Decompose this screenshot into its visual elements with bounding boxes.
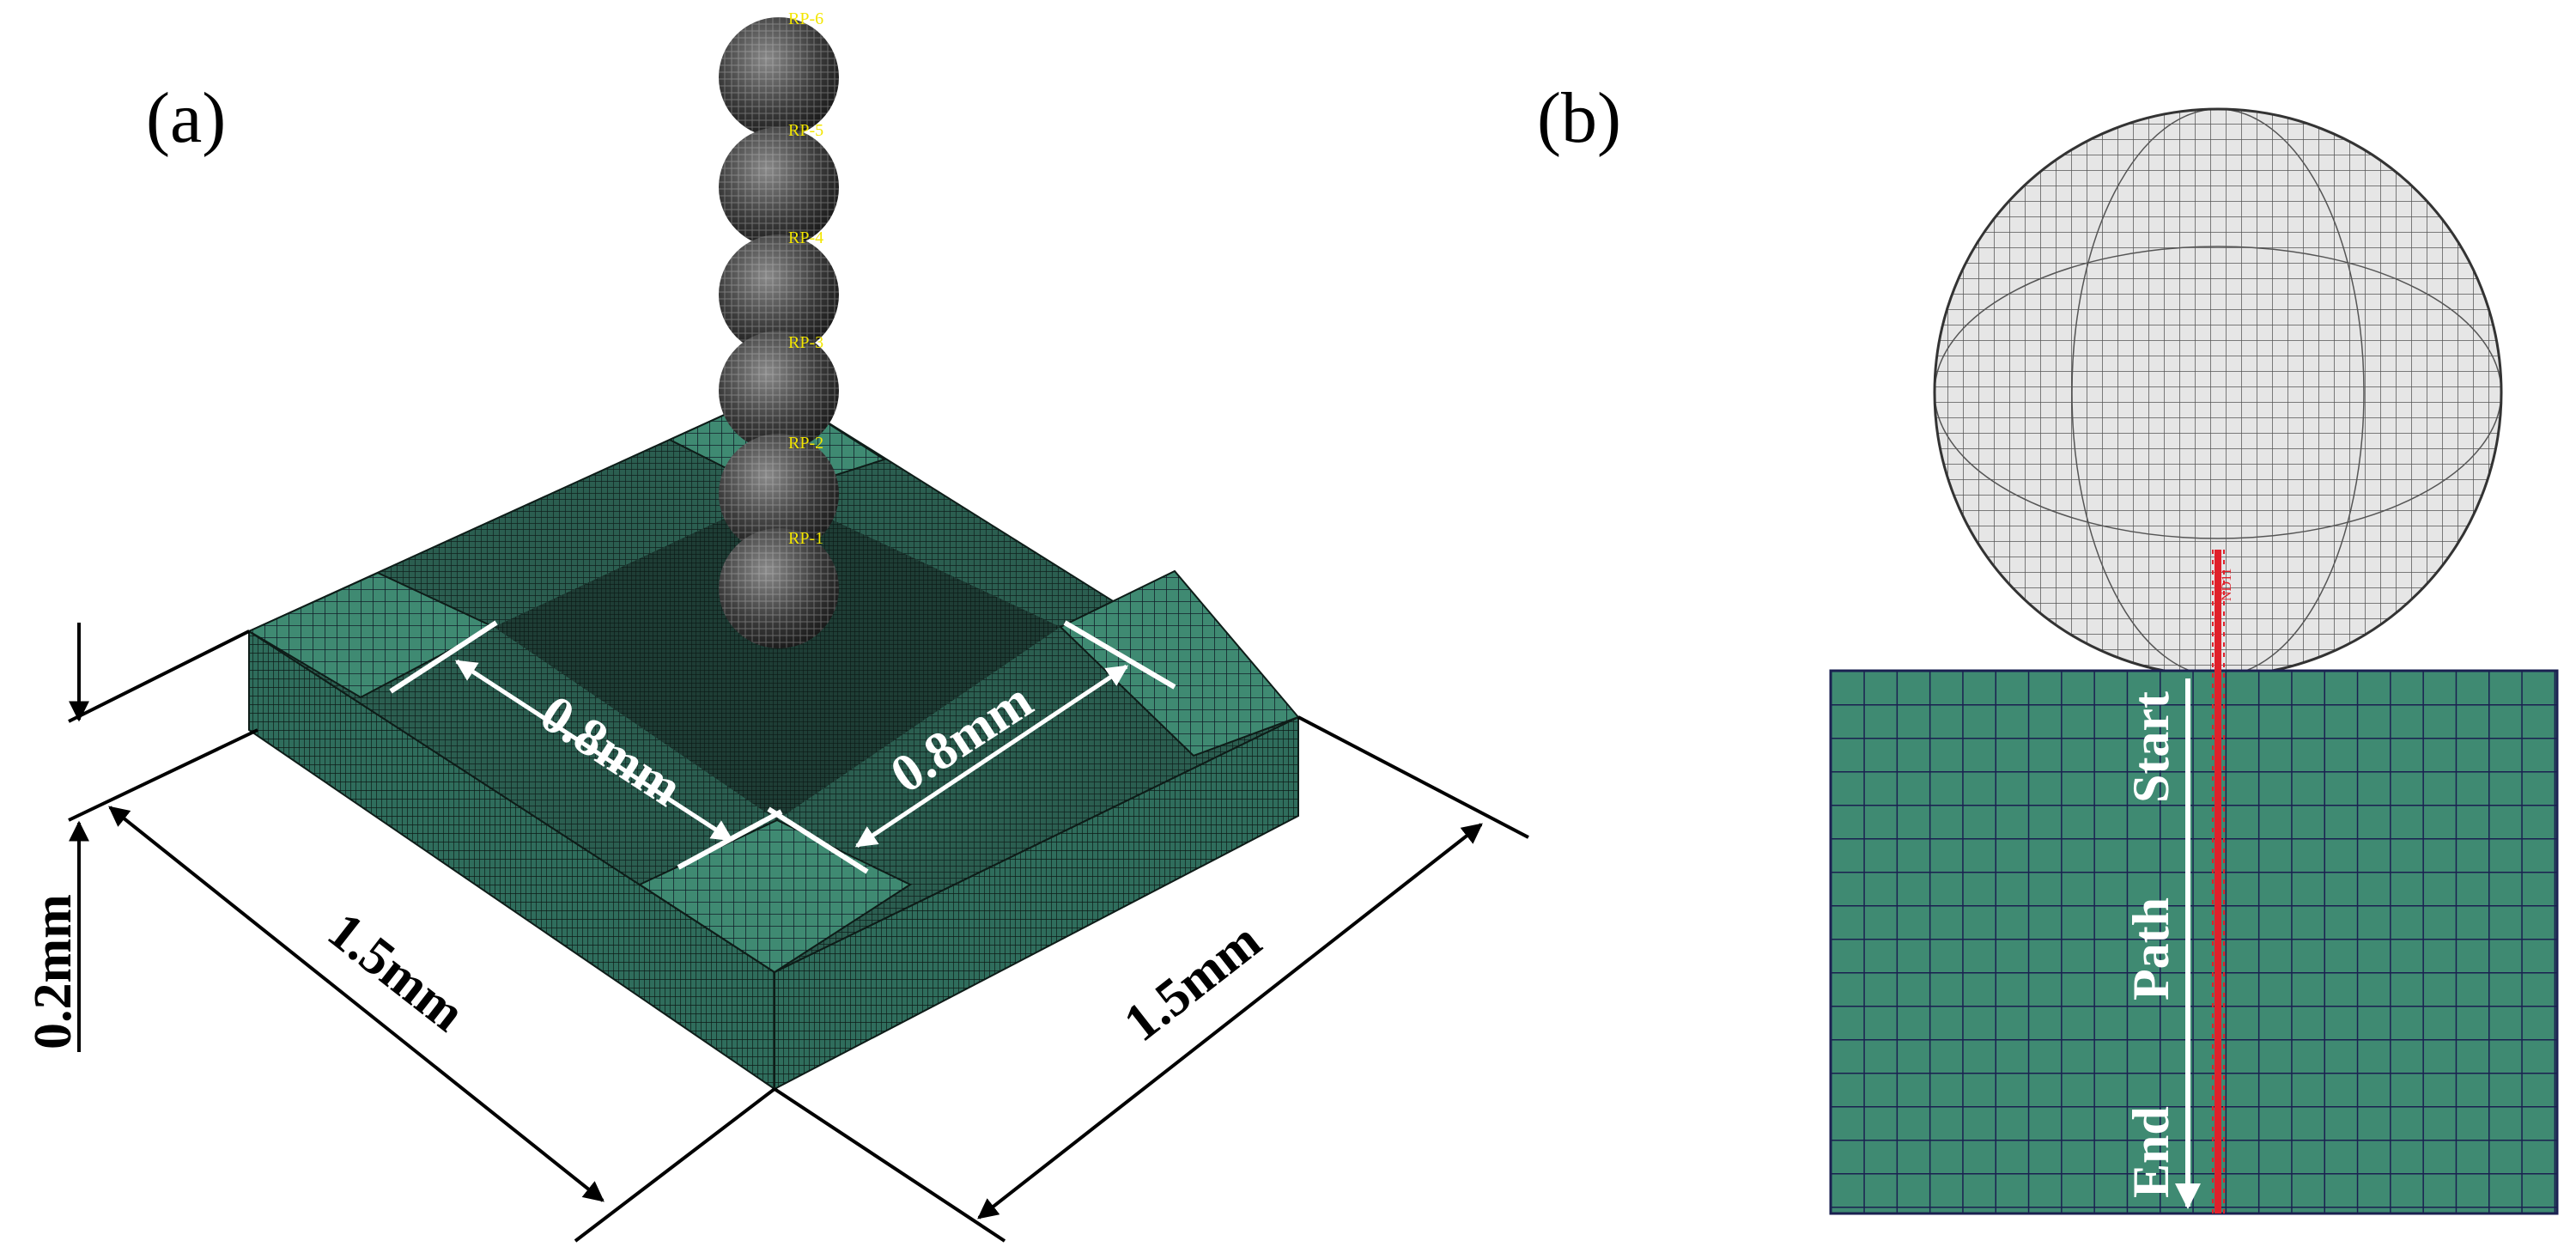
rp-label-3: RP-3	[788, 333, 823, 352]
path-highlight: ND11	[2212, 550, 2234, 1213]
meshed-substrate	[1829, 669, 2559, 1215]
dim-outer-right-label: 1.5mm	[1114, 911, 1272, 1053]
dim-thickness-label: 0.2mm	[24, 894, 82, 1049]
rp-label-4: RP-4	[788, 228, 823, 247]
panel-a: (a) RP-6 RP-5 RP-4	[24, 9, 1529, 1243]
rp-label-6: RP-6	[788, 9, 823, 28]
thickness-dimension: 0.2mm	[24, 623, 258, 1052]
path-word-path: Path	[2123, 897, 2179, 1001]
panel-b: (b) ND11 Start Path End	[1537, 78, 2559, 1215]
node-label: ND11	[2220, 568, 2234, 601]
plate-center-region	[494, 494, 1060, 820]
rp-label-5: RP-5	[788, 121, 823, 140]
impact-sphere-stack: RP-6 RP-5 RP-4 RP-3 RP-2 RP-1	[719, 9, 839, 648]
path-word-end: End	[2123, 1106, 2179, 1198]
path-word-start: Start	[2123, 691, 2179, 803]
panel-a-label: (a)	[146, 78, 226, 158]
panel-b-label: (b)	[1537, 78, 1621, 158]
rp-label-2: RP-2	[788, 434, 823, 453]
rp-label-1: RP-1	[788, 529, 823, 548]
dim-outer-left-label: 1.5mm	[317, 901, 475, 1043]
